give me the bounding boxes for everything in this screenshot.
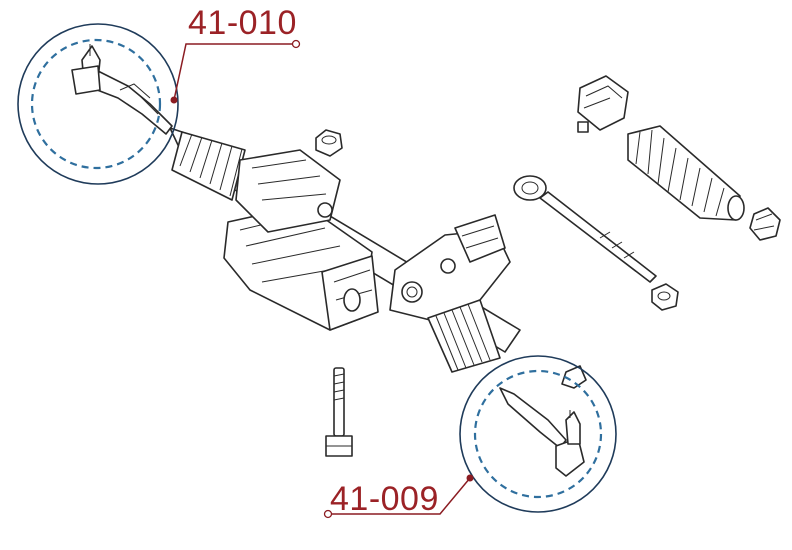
part-number-label-top: 41-010 (188, 4, 297, 42)
steering-rack-assembly (169, 127, 521, 373)
callout-circle-top (17, 23, 179, 185)
rack-gear-housing (235, 149, 341, 233)
leader-line-bottom (323, 474, 474, 519)
callout-circle-bottom (459, 355, 617, 513)
electric-servo-motor (223, 204, 379, 331)
right-tie-rod-end (499, 365, 587, 477)
pinion-housing (389, 214, 511, 321)
inner-tie-rod (513, 175, 657, 283)
right-bellows-boot (427, 299, 501, 373)
left-bellows-boot (171, 131, 246, 201)
leader-line-top (170, 39, 301, 104)
part-number-label-bottom: 41-009 (330, 480, 439, 518)
left-tie-rod-end (71, 44, 173, 135)
boot-clamp-small (749, 207, 781, 241)
mounting-bolt (325, 367, 353, 457)
jam-nut-rod (651, 283, 679, 311)
flange-nut-top (315, 129, 343, 157)
boot-clamp-large (577, 75, 629, 133)
replacement-bellows-boot (627, 125, 745, 221)
